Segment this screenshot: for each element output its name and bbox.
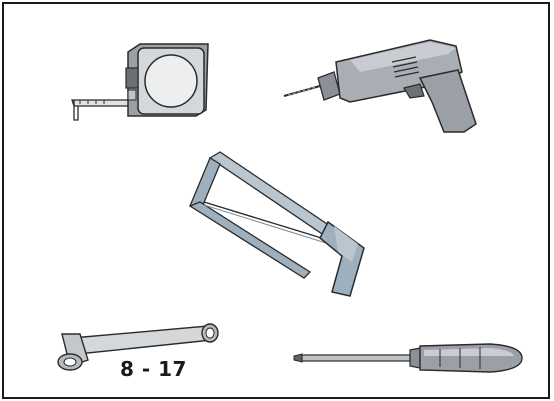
tape-measure-icon <box>68 40 218 130</box>
wrench-size-label: 8 - 17 <box>120 357 187 381</box>
hacksaw-icon <box>182 151 382 302</box>
power-drill-icon <box>280 32 500 142</box>
socket-wrench-icon <box>48 320 248 380</box>
flat-screwdriver-icon <box>290 338 530 378</box>
tools-frame: 8 - 17 <box>2 2 550 399</box>
